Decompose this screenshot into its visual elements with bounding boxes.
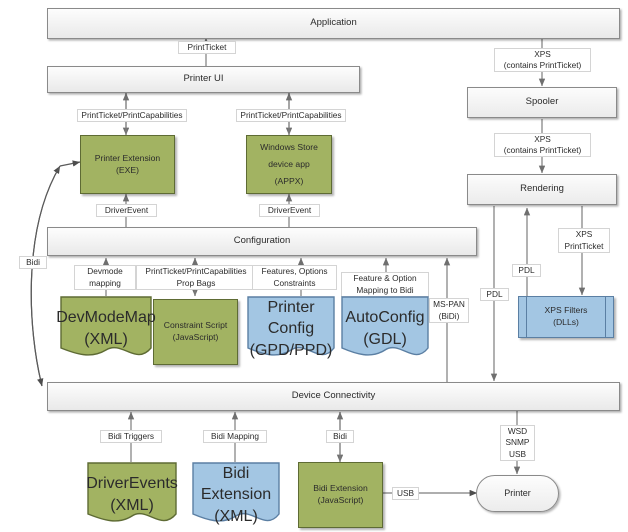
node-driverevents-line1: DriverEvents [86, 475, 178, 493]
node-bidi-extension-xml[interactable]: Bidi Extension (XML) [192, 462, 280, 528]
document-shape [60, 296, 152, 356]
node-printer[interactable]: Printer [476, 475, 559, 512]
xps-filters-right-rail [605, 296, 606, 338]
edge-label-driverevent-right: DriverEvent [259, 204, 320, 217]
edge-label-pdl-center: PDL [512, 264, 541, 277]
edge-label-feature-option-mapping-to-bidi: Feature & Option Mapping to Bidi [341, 272, 429, 297]
document-shape [247, 296, 335, 356]
node-spooler[interactable]: Spooler [467, 87, 617, 118]
edge-label-usb: USB [392, 487, 419, 500]
node-xps-filters[interactable]: XPS Filters (DLLs) [518, 296, 614, 338]
xps-filters-left-rail [526, 296, 527, 338]
node-autoconfig-line2: (GDL) [363, 331, 407, 348]
edge-label-bidi-bottom: Bidi [326, 430, 354, 443]
edge-label-features-options-constraints: Features, Options Constraints [252, 265, 337, 290]
document-shape [341, 296, 429, 356]
layer-device-connectivity[interactable]: Device Connectivity [47, 382, 620, 411]
layer-printer-ui-label: Printer UI [183, 73, 224, 85]
node-printer-extension-line1: Printer Extension [94, 152, 161, 163]
node-printer-config[interactable]: Printer Config (GPD/PPD) [247, 296, 335, 362]
edge-label-wsd-snmp-usb: WSD SNMP USB [500, 425, 535, 461]
node-bidi-extension-xml-line1: Bidi Extension [200, 464, 272, 504]
node-constraint-script-line1: Constraint Script [163, 320, 228, 331]
node-rendering-label: Rendering [520, 183, 564, 195]
node-store-app-line1: Windows Store [260, 141, 318, 152]
node-devmodemap-line2: (XML) [84, 331, 128, 348]
layer-printer-ui[interactable]: Printer UI [47, 66, 360, 93]
node-spooler-label: Spooler [525, 96, 559, 108]
layer-application[interactable]: Application [47, 8, 620, 39]
node-rendering[interactable]: Rendering [467, 174, 617, 205]
edge-label-pdl-right: PDL [480, 288, 509, 301]
edge-label-printticket-printcapabilities-left: PrintTicket/PrintCapabilities [77, 109, 187, 122]
node-bidi-extension-javascript[interactable]: Bidi Extension (JavaScript) [298, 462, 383, 528]
node-printer-config-line1: Printer Config [267, 298, 315, 338]
node-constraint-script[interactable]: Constraint Script (JavaScript) [153, 299, 238, 365]
node-printer-label: Printer [504, 488, 531, 499]
node-driverevents-line2: (XML) [110, 497, 154, 514]
node-bidi-extension-xml-line2: (XML) [214, 507, 258, 525]
node-xps-filters-label-line1: XPS Filters [544, 305, 588, 316]
node-devmodemap-line1: DevModeMap [56, 309, 156, 327]
edge-label-printticket-printcapabilities-propbags: PrintTicket/PrintCapabilities Prop Bags [136, 265, 256, 290]
edge-bidi-curve-down [30, 165, 61, 387]
edge-label-printticket: PrintTicket [178, 41, 236, 54]
edge-label-xps-contains-printticket-bottom: XPS (contains PrintTicket) [494, 133, 591, 157]
node-printer-config-line2: (GPD/PPD) [249, 341, 333, 359]
edge-label-printticket-printcapabilities-right: PrintTicket/PrintCapabilities [236, 109, 346, 122]
edge-bidi-into-printerextension [59, 160, 81, 167]
edge-label-xps-contains-printticket-top: XPS (contains PrintTicket) [494, 48, 591, 72]
layer-configuration[interactable]: Configuration [47, 227, 477, 256]
node-autoconfig-line1: AutoConfig [345, 309, 425, 327]
node-constraint-script-line2: (JavaScript) [172, 332, 219, 342]
node-printer-extension-line2: (EXE) [116, 164, 139, 175]
layer-configuration-label: Configuration [233, 235, 291, 247]
document-shape [192, 462, 280, 522]
node-bidi-extension-js-line1: Bidi Extension [313, 483, 368, 494]
node-store-app-line3: (APPX) [274, 175, 304, 186]
node-driverevents[interactable]: DriverEvents (XML) [86, 462, 178, 528]
node-windows-store-device-app[interactable]: Windows Store device app (APPX) [246, 135, 332, 194]
node-bidi-extension-js-line2: (JavaScript) [317, 495, 364, 505]
node-autoconfig[interactable]: AutoConfig (GDL) [341, 296, 429, 362]
node-xps-filters-label-line2: (DLLs) [553, 317, 579, 327]
edge-label-ms-pan-bidi: MS-PAN (BiDi) [429, 298, 469, 323]
document-shape [87, 462, 177, 522]
edge-label-bidi-left: Bidi [19, 256, 47, 269]
edge-label-xps-printticket: XPS PrintTicket [558, 228, 610, 253]
edge-label-bidi-mapping: Bidi Mapping [203, 430, 267, 443]
edge-label-driverevent-left: DriverEvent [96, 204, 157, 217]
node-xps-filters-body: XPS Filters (DLLs) [518, 296, 614, 338]
edge-label-devmode-mapping: Devmode mapping [74, 265, 136, 290]
node-printer-extension[interactable]: Printer Extension (EXE) [80, 135, 175, 194]
node-store-app-line2: device app [268, 158, 310, 169]
node-devmodemap[interactable]: DevModeMap (XML) [56, 296, 156, 362]
layer-application-label: Application [310, 17, 357, 29]
layer-device-connectivity-label: Device Connectivity [291, 390, 376, 402]
edge-label-bidi-triggers: Bidi Triggers [100, 430, 162, 443]
